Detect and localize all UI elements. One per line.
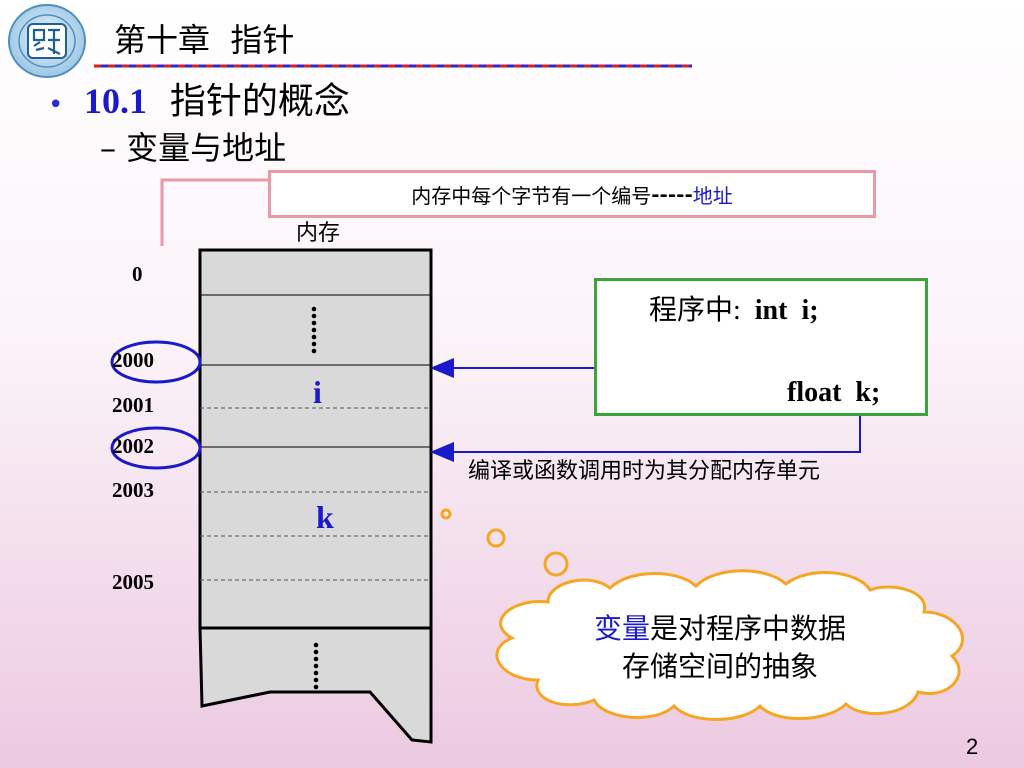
address-highlight-circle — [110, 426, 202, 470]
thought-bubble-small — [440, 508, 452, 520]
page-number: 2 — [966, 734, 979, 759]
code-float-declaration: float k; — [787, 377, 881, 408]
cloud-line-1: 变量是对程序中数据 — [520, 610, 920, 648]
cloud-line-1-rest: 是对程序中数据 — [650, 612, 847, 645]
code-line-1: 程序中: int i; — [649, 295, 819, 327]
sub-title-text: 变量与地址 — [126, 129, 287, 167]
university-seal-icon — [8, 4, 86, 78]
code-int-declaration: int i; — [754, 295, 819, 326]
arrow-float-to-memory — [430, 412, 861, 462]
address-note-highlight: 地址 — [692, 183, 733, 208]
section-title-text: 指针的概念 — [169, 81, 350, 122]
variable-label-k: k — [316, 499, 334, 535]
sub-title-dash: – — [100, 129, 116, 167]
address-label-2003: 2003 — [112, 478, 154, 502]
cloud-line-2: 存储空间的抽象 — [621, 650, 818, 683]
variable-label-i: i — [313, 374, 322, 410]
cloud-text: 变量是对程序中数据 存储空间的抽象 — [520, 610, 920, 686]
ellipsis-dots-upper — [311, 306, 317, 354]
section-number: 10.1 — [84, 81, 147, 121]
address-label-0: 0 — [132, 262, 143, 286]
code-box: 程序中: int i; float k; — [594, 278, 928, 416]
section-title: 10.1 指针的概念 — [84, 78, 350, 125]
chapter-title: 第十章 指针 — [114, 21, 295, 59]
section-bullet: • — [48, 90, 64, 120]
memory-label: 内存 — [296, 221, 341, 246]
memory-column — [198, 248, 433, 630]
address-note-dashes: ----- — [651, 182, 693, 206]
address-note-box: 内存中每个字节有一个编号-----地址 — [268, 170, 876, 218]
address-label-2005: 2005 — [112, 570, 154, 594]
address-label-2000: 2000 — [112, 348, 154, 372]
sub-title: – 变量与地址 — [100, 128, 286, 168]
address-note-text: 内存中每个字节有一个编号 — [411, 183, 652, 208]
code-prefix: 程序中: — [649, 295, 741, 326]
thought-cloud — [495, 569, 965, 721]
title-dash-line — [94, 64, 692, 68]
address-highlight-circle — [110, 340, 202, 384]
thought-bubble-medium — [486, 528, 506, 548]
allocation-note: 编译或函数调用时为其分配内存单元 — [468, 459, 821, 484]
thought-bubble-large — [543, 551, 569, 577]
address-pointer-line — [160, 178, 268, 246]
ellipsis-dots-lower — [313, 642, 319, 690]
address-label-2002: 2002 — [112, 434, 154, 458]
cloud-highlight: 变量 — [593, 612, 650, 645]
address-label-2001: 2001 — [112, 393, 154, 417]
